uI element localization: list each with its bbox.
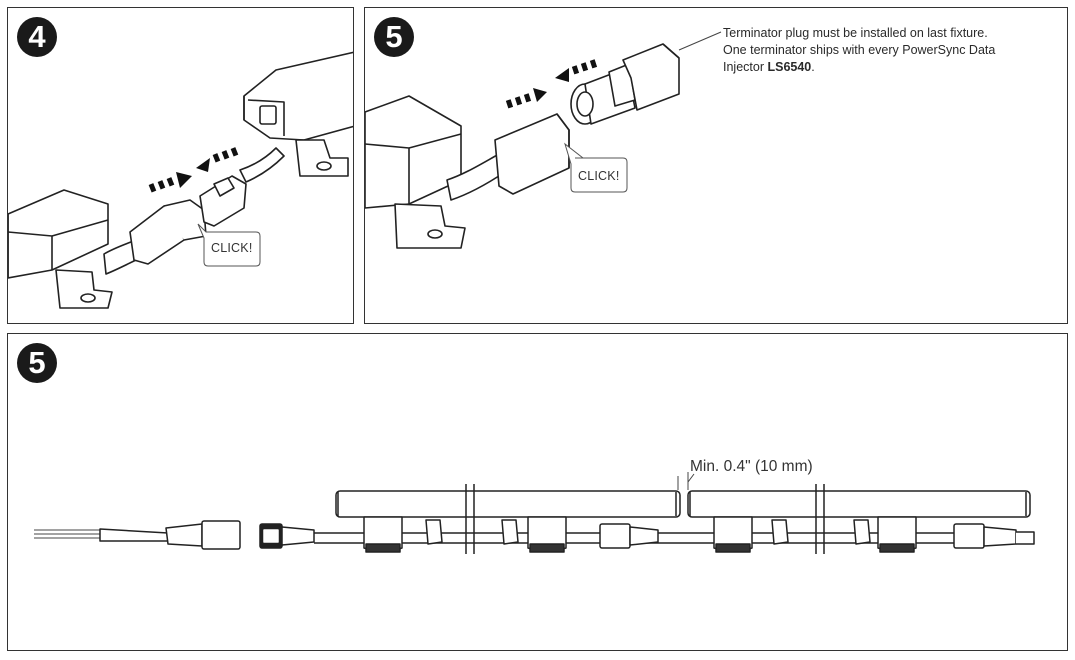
note-line-1: Terminator plug must be installed on las… — [723, 26, 988, 40]
step-4-panel: 4 CLICK! — [7, 7, 354, 324]
note-line-2: One terminator ships with every PowerSyn… — [723, 43, 996, 57]
click-label: CLICK! — [211, 241, 253, 255]
minimum-gap-label: Min. 0.4" (10 mm) — [690, 458, 813, 475]
step-number-badge: 5 — [374, 17, 414, 57]
part-number: LS6540 — [767, 60, 812, 74]
terminator-note: Terminator plug must be installed on las… — [723, 25, 1053, 76]
step-number-badge: 5 — [17, 343, 57, 383]
fixture-run-layout-illustration — [34, 472, 1035, 554]
note-line-3-prefix: Injector — [723, 60, 768, 74]
click-bubble — [197, 223, 261, 267]
terminator-plug-illustration — [365, 31, 722, 249]
click-label: CLICK! — [578, 169, 620, 183]
note-line-3-suffix: . — [811, 60, 815, 74]
connector-mating-illustration — [8, 51, 353, 309]
note-line-3: Injector LS6540. — [723, 59, 1053, 76]
click-bubble — [564, 142, 628, 193]
step-5-terminator-panel: 5 CLICK! Terminator plug must be install… — [364, 7, 1068, 324]
step-5-layout-panel: 5 Min. 0.4" (10 mm) — [7, 333, 1068, 651]
step-number-badge: 4 — [17, 17, 57, 57]
